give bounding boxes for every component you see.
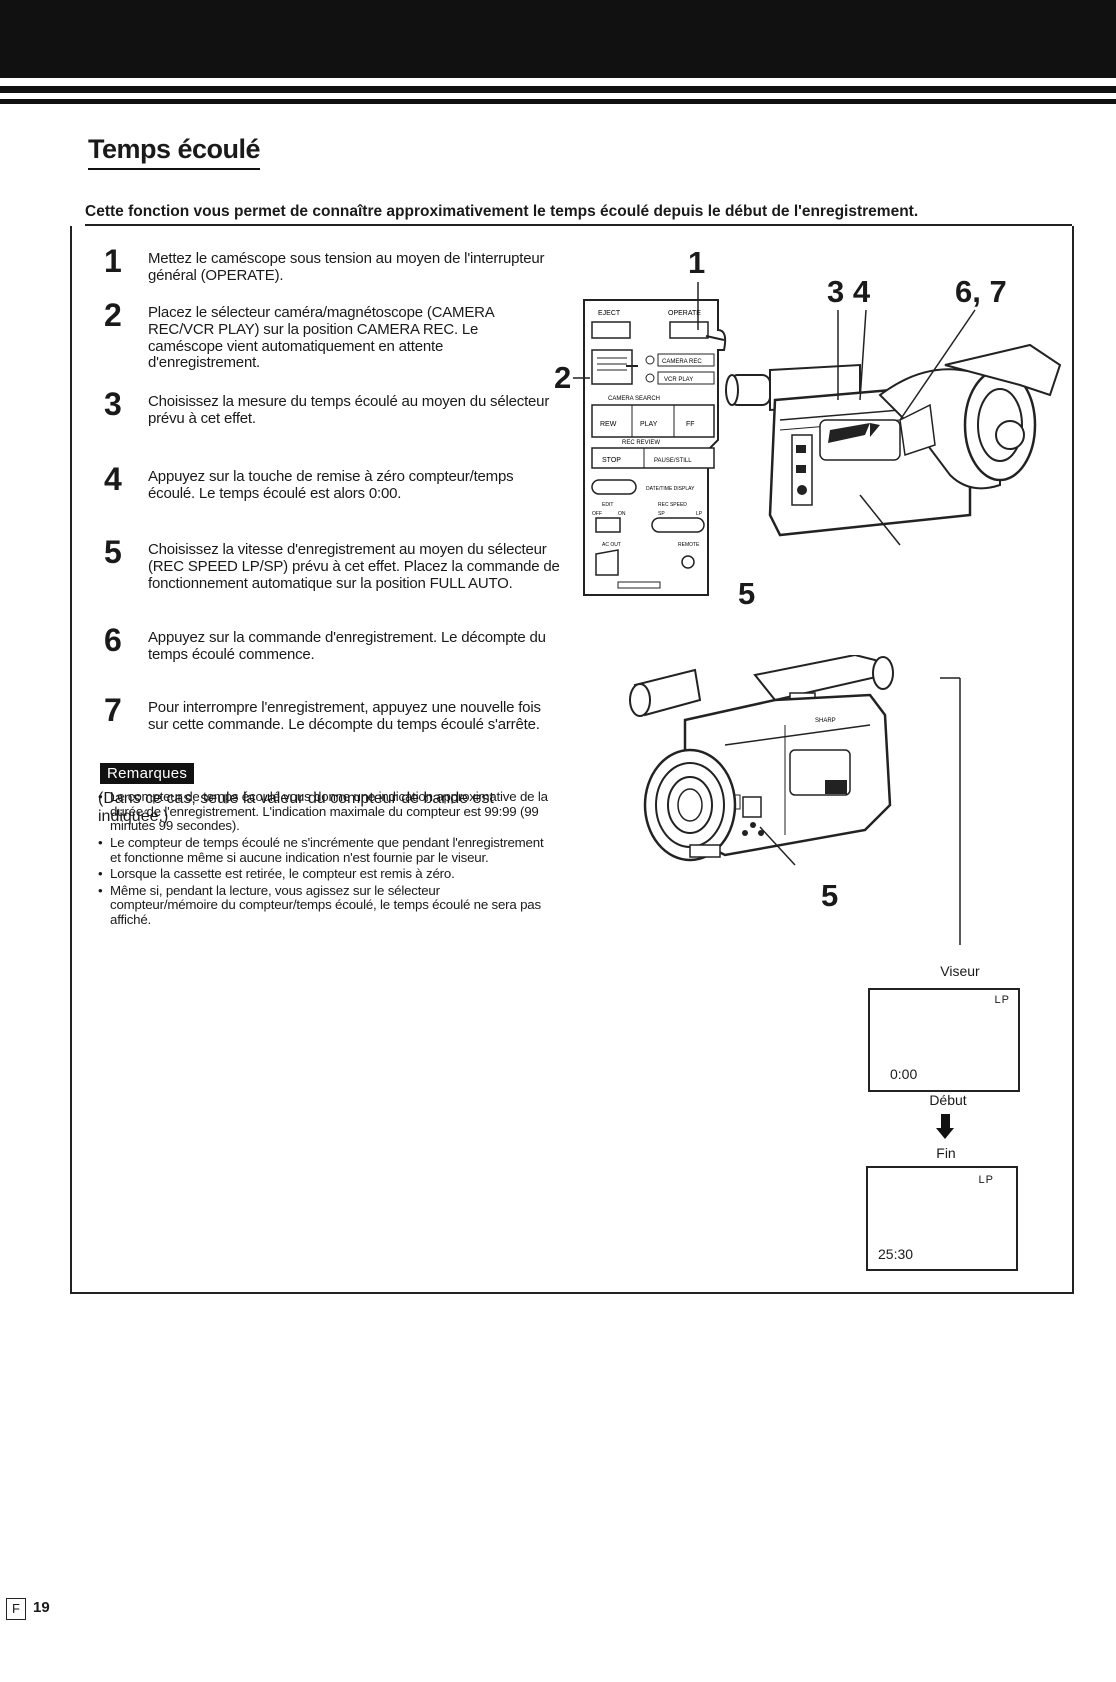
remark-item: Même si, pendant la lecture, vous agisse…	[98, 883, 548, 928]
leader-lines	[573, 282, 976, 945]
step-text: Choisissez la vitesse d'enregistrement a…	[148, 541, 560, 592]
callout-2: 2	[554, 360, 572, 395]
label-edit: EDIT	[602, 502, 613, 508]
elapsed-time-readout: 0:00	[890, 1066, 918, 1082]
tape-speed-indicator: LP	[978, 1174, 994, 1186]
label-camera-rec: CAMERA REC	[662, 359, 702, 365]
label-off: OFF	[592, 511, 602, 517]
label-lp: LP	[696, 511, 703, 517]
date-time-button[interactable]	[591, 479, 637, 495]
remarks-heading: Remarques	[100, 763, 195, 784]
remark-item: Le compteur de temps écoulé ne s'incréme…	[98, 835, 548, 865]
remark-note: (Dans ce cas, seule la valeur du compteu…	[98, 790, 494, 825]
step-7: 7 Pour interrompre l'enregistrement, app…	[104, 694, 574, 734]
start-label: Début	[929, 1092, 967, 1108]
label-rec-review: REC REVIEW	[622, 440, 660, 446]
step-5: 5 Choisissez la vitesse d'enregistrement…	[104, 536, 574, 592]
page-title: Temps écoulé	[88, 134, 261, 170]
step-number: 6	[104, 622, 122, 658]
remark-item: Le compteur de temps écoulé vous donne u…	[98, 789, 548, 834]
label-date-time-display: DATE/TIME DISPLAY	[646, 486, 695, 492]
remarks-list: Le compteur de temps écoulé vous donne u…	[98, 789, 548, 930]
label-operate: OPERATE	[668, 310, 701, 317]
label-stop: STOP	[602, 457, 621, 464]
page-number: 19	[33, 1599, 50, 1616]
end-label: Fin	[936, 1145, 956, 1161]
camera-in-hand-illustration	[725, 343, 1062, 546]
header-rule	[0, 86, 1116, 93]
callout-5-top: 5	[738, 576, 756, 611]
step-text: Pour interrompre l'enregistrement, appuy…	[148, 699, 541, 733]
arrow-down-icon	[936, 1114, 954, 1139]
rec-speed-switch[interactable]	[651, 517, 705, 533]
eject-button[interactable]	[591, 321, 631, 339]
step-6: 6 Appuyez sur la commande d'enregistreme…	[104, 624, 574, 664]
label-vcr-play: VCR PLAY	[664, 377, 693, 383]
language-badge: F	[6, 1598, 26, 1620]
step-text: Appuyez sur la touche de remise à zéro c…	[148, 468, 514, 502]
step-number: 2	[104, 297, 122, 333]
callout-5-bottom: 5	[821, 878, 839, 913]
header-bar	[0, 0, 1116, 78]
camera-vcr-selector[interactable]	[591, 349, 633, 385]
panel-top-rule	[85, 224, 1072, 226]
ac-out-jack	[595, 549, 619, 576]
step-number: 3	[104, 386, 122, 422]
stop-pause-buttons[interactable]	[591, 447, 715, 469]
label-rew: REW	[600, 421, 617, 428]
step-number: 4	[104, 461, 122, 497]
brand-label: SHARP	[815, 718, 836, 724]
label-play: PLAY	[640, 421, 658, 428]
viewfinder-end-display: LP 25:30	[866, 1166, 1018, 1271]
label-camera-search: CAMERA SEARCH	[608, 396, 660, 402]
label-rec-speed: REC SPEED	[658, 502, 687, 508]
step-text: Choisissez la mesure du temps écoulé au …	[148, 393, 550, 427]
elapsed-time-readout: 25:30	[878, 1246, 914, 1262]
label-pause-still: PAUSE/STILL	[654, 458, 692, 464]
label-ff: FF	[686, 421, 695, 428]
intro-text: Cette fonction vous permet de connaître …	[85, 203, 919, 220]
remark-item: Lorsque la cassette est retirée, le comp…	[98, 866, 548, 882]
label-ac-out: AC OUT	[602, 542, 621, 548]
step-4: 4 Appuyez sur la touche de remise à zéro…	[104, 463, 574, 503]
step-number: 7	[104, 692, 122, 728]
step-text: Placez le sélecteur caméra/magnétoscope …	[148, 304, 494, 372]
transport-buttons[interactable]	[591, 404, 715, 438]
control-panel-illustration: EJECT OPERATE CAMERA REC VCR PLAY CAMERA…	[583, 299, 727, 596]
viewfinder-start-display: LP 0:00	[868, 988, 1020, 1092]
label-remote: REMOTE	[678, 542, 700, 548]
step-2: 2 Placez le sélecteur caméra/magnétoscop…	[104, 299, 574, 372]
camera-side-illustration: SHARP	[629, 655, 894, 866]
callout-1: 1	[688, 245, 706, 280]
step-text: Mettez le caméscope sous tension au moye…	[148, 250, 545, 284]
tape-speed-indicator: LP	[994, 994, 1010, 1006]
step-3: 3 Choisissez la mesure du temps écoulé a…	[104, 388, 574, 428]
header-rule-thin	[0, 99, 1116, 104]
label-eject: EJECT	[598, 310, 621, 317]
viewfinder-label: Viseur	[940, 963, 980, 979]
step-1: 1 Mettez le caméscope sous tension au mo…	[104, 245, 574, 285]
step-number: 5	[104, 534, 122, 570]
step-number: 1	[104, 243, 122, 279]
label-sp: SP	[658, 511, 665, 517]
label-on: ON	[618, 511, 626, 517]
callout-6-7: 6, 7	[955, 274, 1007, 309]
callout-3-4: 3 4	[827, 274, 871, 309]
step-text: Appuyez sur la commande d'enregistrement…	[148, 629, 546, 663]
content-panel	[70, 226, 1074, 1294]
edit-switch[interactable]	[595, 517, 621, 533]
remote-sensor	[681, 555, 695, 569]
